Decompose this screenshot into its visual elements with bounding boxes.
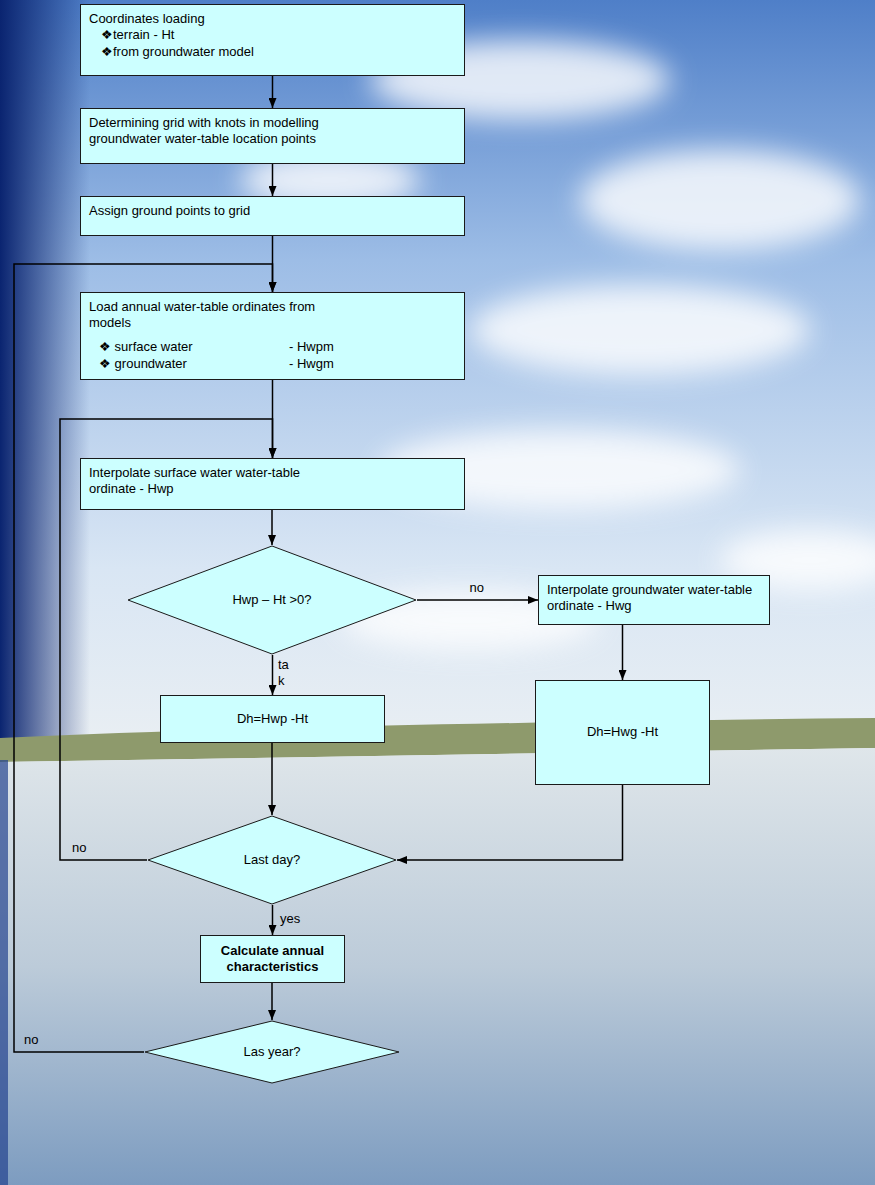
box-text: Calculate annual characteristics xyxy=(209,943,336,976)
box-text: Dh=Hwg -Ht xyxy=(587,724,658,740)
edge-label: ta k xyxy=(278,657,294,688)
diamond-text-area: Hwp – Ht >0? xyxy=(127,545,417,655)
box-text: ❖ groundwater xyxy=(89,356,289,373)
decision-diamond: Last day? xyxy=(147,815,397,905)
flow-arrow xyxy=(271,983,273,1020)
box-text: Dh=Hwp -Ht xyxy=(237,711,308,727)
box-text: Load annual water-table ordinates from m… xyxy=(89,299,329,333)
diamond-text-area: Las year? xyxy=(144,1020,400,1084)
edge-label: no xyxy=(72,840,86,856)
flow-arrow xyxy=(272,905,274,935)
flow-arrow xyxy=(272,76,274,108)
diamond-shape xyxy=(128,546,416,654)
edge-label: no xyxy=(470,580,484,596)
process-box: Dh=Hwp -Ht xyxy=(160,695,385,743)
flow-arrow xyxy=(14,264,273,1052)
diamond-text-area: Last day? xyxy=(147,815,397,905)
process-box: Dh=Hwg -Ht xyxy=(535,680,710,785)
box-text: Coordinates loading xyxy=(89,11,456,27)
process-box: Determining grid with knots in modelling… xyxy=(80,108,465,164)
dark-edge xyxy=(0,760,8,1185)
flow-arrow xyxy=(397,785,623,860)
decision-text: Last day? xyxy=(244,852,300,868)
box-text: - Hwgm xyxy=(289,356,456,373)
flow-arrow xyxy=(622,625,624,680)
box-text: Interpolate surface water water-table or… xyxy=(89,465,329,498)
process-box: Load annual water-table ordinates from m… xyxy=(80,292,465,380)
decision-text: Hwp – Ht >0? xyxy=(232,592,311,608)
lake xyxy=(0,748,875,1185)
box-text: - Hwpm xyxy=(289,339,456,356)
box-text: Assign ground points to grid xyxy=(89,203,329,219)
flow-arrow xyxy=(272,164,274,196)
edge-label: no xyxy=(24,1032,38,1048)
process-box: Assign ground points to grid xyxy=(80,196,465,236)
process-box: Interpolate surface water water-table or… xyxy=(80,458,465,510)
flow-arrow xyxy=(271,743,273,815)
diamond-shape xyxy=(148,816,396,904)
process-box: Coordinates loading❖terrain - Ht❖from gr… xyxy=(80,4,465,76)
box-text: Interpolate groundwater water-table ordi… xyxy=(547,582,761,615)
flow-arrow xyxy=(272,655,274,695)
decision-diamond: Hwp – Ht >0? xyxy=(127,545,417,655)
box-text: ❖ surface water xyxy=(89,339,289,356)
decision-text: Las year? xyxy=(243,1044,300,1060)
diamond-shape xyxy=(145,1021,399,1083)
box-text: ❖from groundwater model xyxy=(89,44,456,60)
box-text: ❖terrain - Ht xyxy=(89,27,456,43)
edge-label: yes xyxy=(280,911,300,927)
decision-diamond: Las year? xyxy=(144,1020,400,1084)
flow-arrow xyxy=(271,510,273,545)
flow-arrow xyxy=(417,599,538,601)
process-box: Interpolate groundwater water-table ordi… xyxy=(538,575,770,625)
box-text: Determining grid with knots in modelling… xyxy=(89,115,329,148)
process-box: Calculate annual characteristics xyxy=(200,935,345,983)
